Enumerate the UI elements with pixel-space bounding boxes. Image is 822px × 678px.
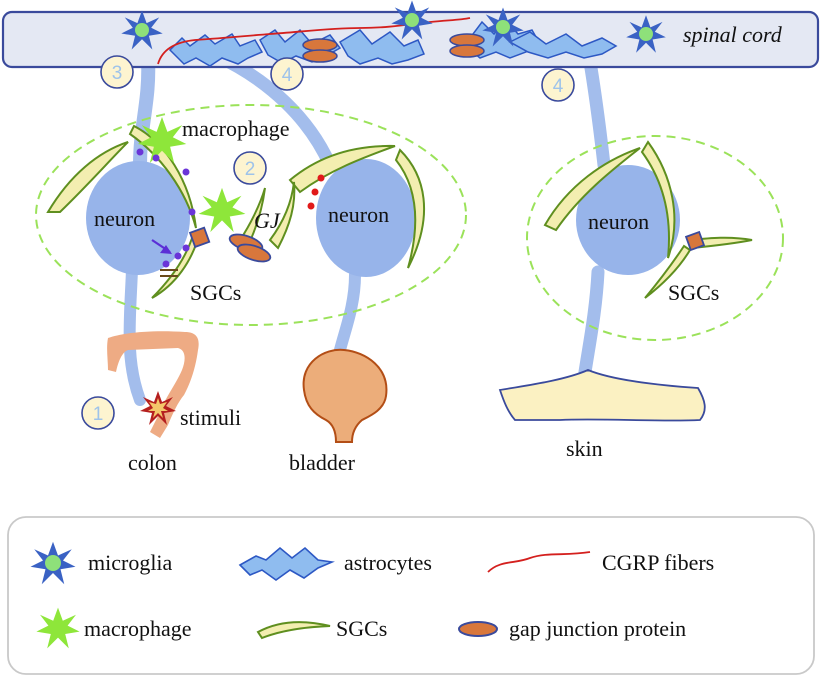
svg-text:1: 1 — [93, 404, 104, 425]
neurons — [86, 159, 680, 277]
gap-junction-protein — [236, 243, 272, 263]
ganglion-gap-junctions — [188, 226, 706, 263]
sgc — [394, 148, 426, 269]
sgc — [640, 140, 676, 259]
gap-junction-protein-icon — [458, 621, 498, 637]
neuron-middle-body — [316, 159, 416, 277]
legend-label-gap-junction: gap junction protein — [509, 616, 686, 641]
legend-label-astrocytes: astrocytes — [344, 550, 432, 575]
label-neuron-right: neuron — [588, 209, 649, 234]
cgrp-fiber — [157, 17, 471, 65]
svg-text:4: 4 — [553, 76, 564, 97]
label-neuron-left: neuron — [94, 206, 155, 231]
gap-junction-protein — [684, 230, 706, 252]
gap-junction-protein — [302, 38, 338, 52]
astrocyte — [508, 31, 618, 59]
step-marker-1: 1 — [81, 396, 115, 430]
pointer-arrowhead — [160, 245, 172, 254]
legend-label-cgrp: CGRP fibers — [602, 550, 714, 575]
label-macrophage: macrophage — [182, 116, 290, 141]
label-bladder: bladder — [289, 450, 356, 475]
nerve-right-down — [578, 265, 605, 379]
svg-text:2: 2 — [245, 159, 256, 180]
ganglion-right — [526, 135, 784, 341]
satellite-glial-cells — [46, 124, 753, 299]
astrocyte-icon — [238, 546, 335, 581]
gap-junction-protein — [302, 49, 338, 63]
microglia — [121, 10, 163, 50]
astrocyte — [338, 29, 425, 65]
neuron-right-body — [576, 165, 680, 275]
sgc — [543, 147, 641, 232]
label-neuron-middle: neuron — [328, 202, 389, 227]
signal-dots — [136, 148, 325, 268]
spinal-gap-junctions — [302, 33, 485, 63]
svg-text:4: 4 — [282, 65, 293, 86]
cgrp-fiber-icon — [487, 551, 591, 573]
sgc-icon — [256, 621, 331, 640]
legend-box — [7, 516, 815, 675]
stimuli-icon — [140, 391, 176, 425]
microglia — [482, 7, 524, 47]
legend-label-macrophage: macrophage — [84, 616, 192, 641]
sgc — [644, 244, 692, 299]
spinal-microglia — [121, 0, 666, 53]
label-sgcs-left: SGCs — [190, 280, 241, 305]
step-marker-2: 2 — [233, 151, 267, 185]
sgc — [268, 181, 296, 250]
label-sgcs-right: SGCs — [668, 280, 719, 305]
microglia — [626, 15, 666, 53]
sgc — [46, 141, 129, 213]
macrophage — [198, 187, 246, 233]
gap-junction-protein — [449, 44, 485, 58]
spinal-cord: spinal cord — [1, 0, 820, 69]
receptor-mark — [160, 269, 178, 277]
gap-junction-protein — [188, 226, 211, 249]
microglia — [391, 0, 433, 40]
step-marker-4a: 4 — [270, 57, 304, 91]
skin-shape — [498, 369, 706, 422]
microglia-icon — [30, 541, 76, 585]
nerve-middle-down — [334, 269, 361, 356]
sgc — [688, 236, 753, 250]
ganglion-left — [35, 104, 467, 326]
gap-junction-protein — [449, 33, 485, 47]
label-stimuli: stimuli — [180, 405, 241, 430]
legend-label-microglia: microglia — [88, 550, 173, 575]
neuron-left-body — [86, 161, 190, 275]
label-colon: colon — [128, 450, 177, 475]
step-marker-4b: 4 — [541, 68, 575, 102]
colon-shape — [107, 331, 199, 438]
step-marker-3: 3 — [100, 55, 134, 89]
legend-label-sgcs: SGCs — [336, 616, 387, 641]
bladder-shape — [302, 348, 388, 443]
label-gj: GJ — [254, 208, 281, 233]
label-skin: skin — [566, 436, 603, 461]
spinal-cord-label: spinal cord — [683, 22, 783, 47]
svg-text:3: 3 — [112, 63, 123, 84]
legend: microglia astrocytes CGRP fibers macroph… — [7, 516, 815, 675]
